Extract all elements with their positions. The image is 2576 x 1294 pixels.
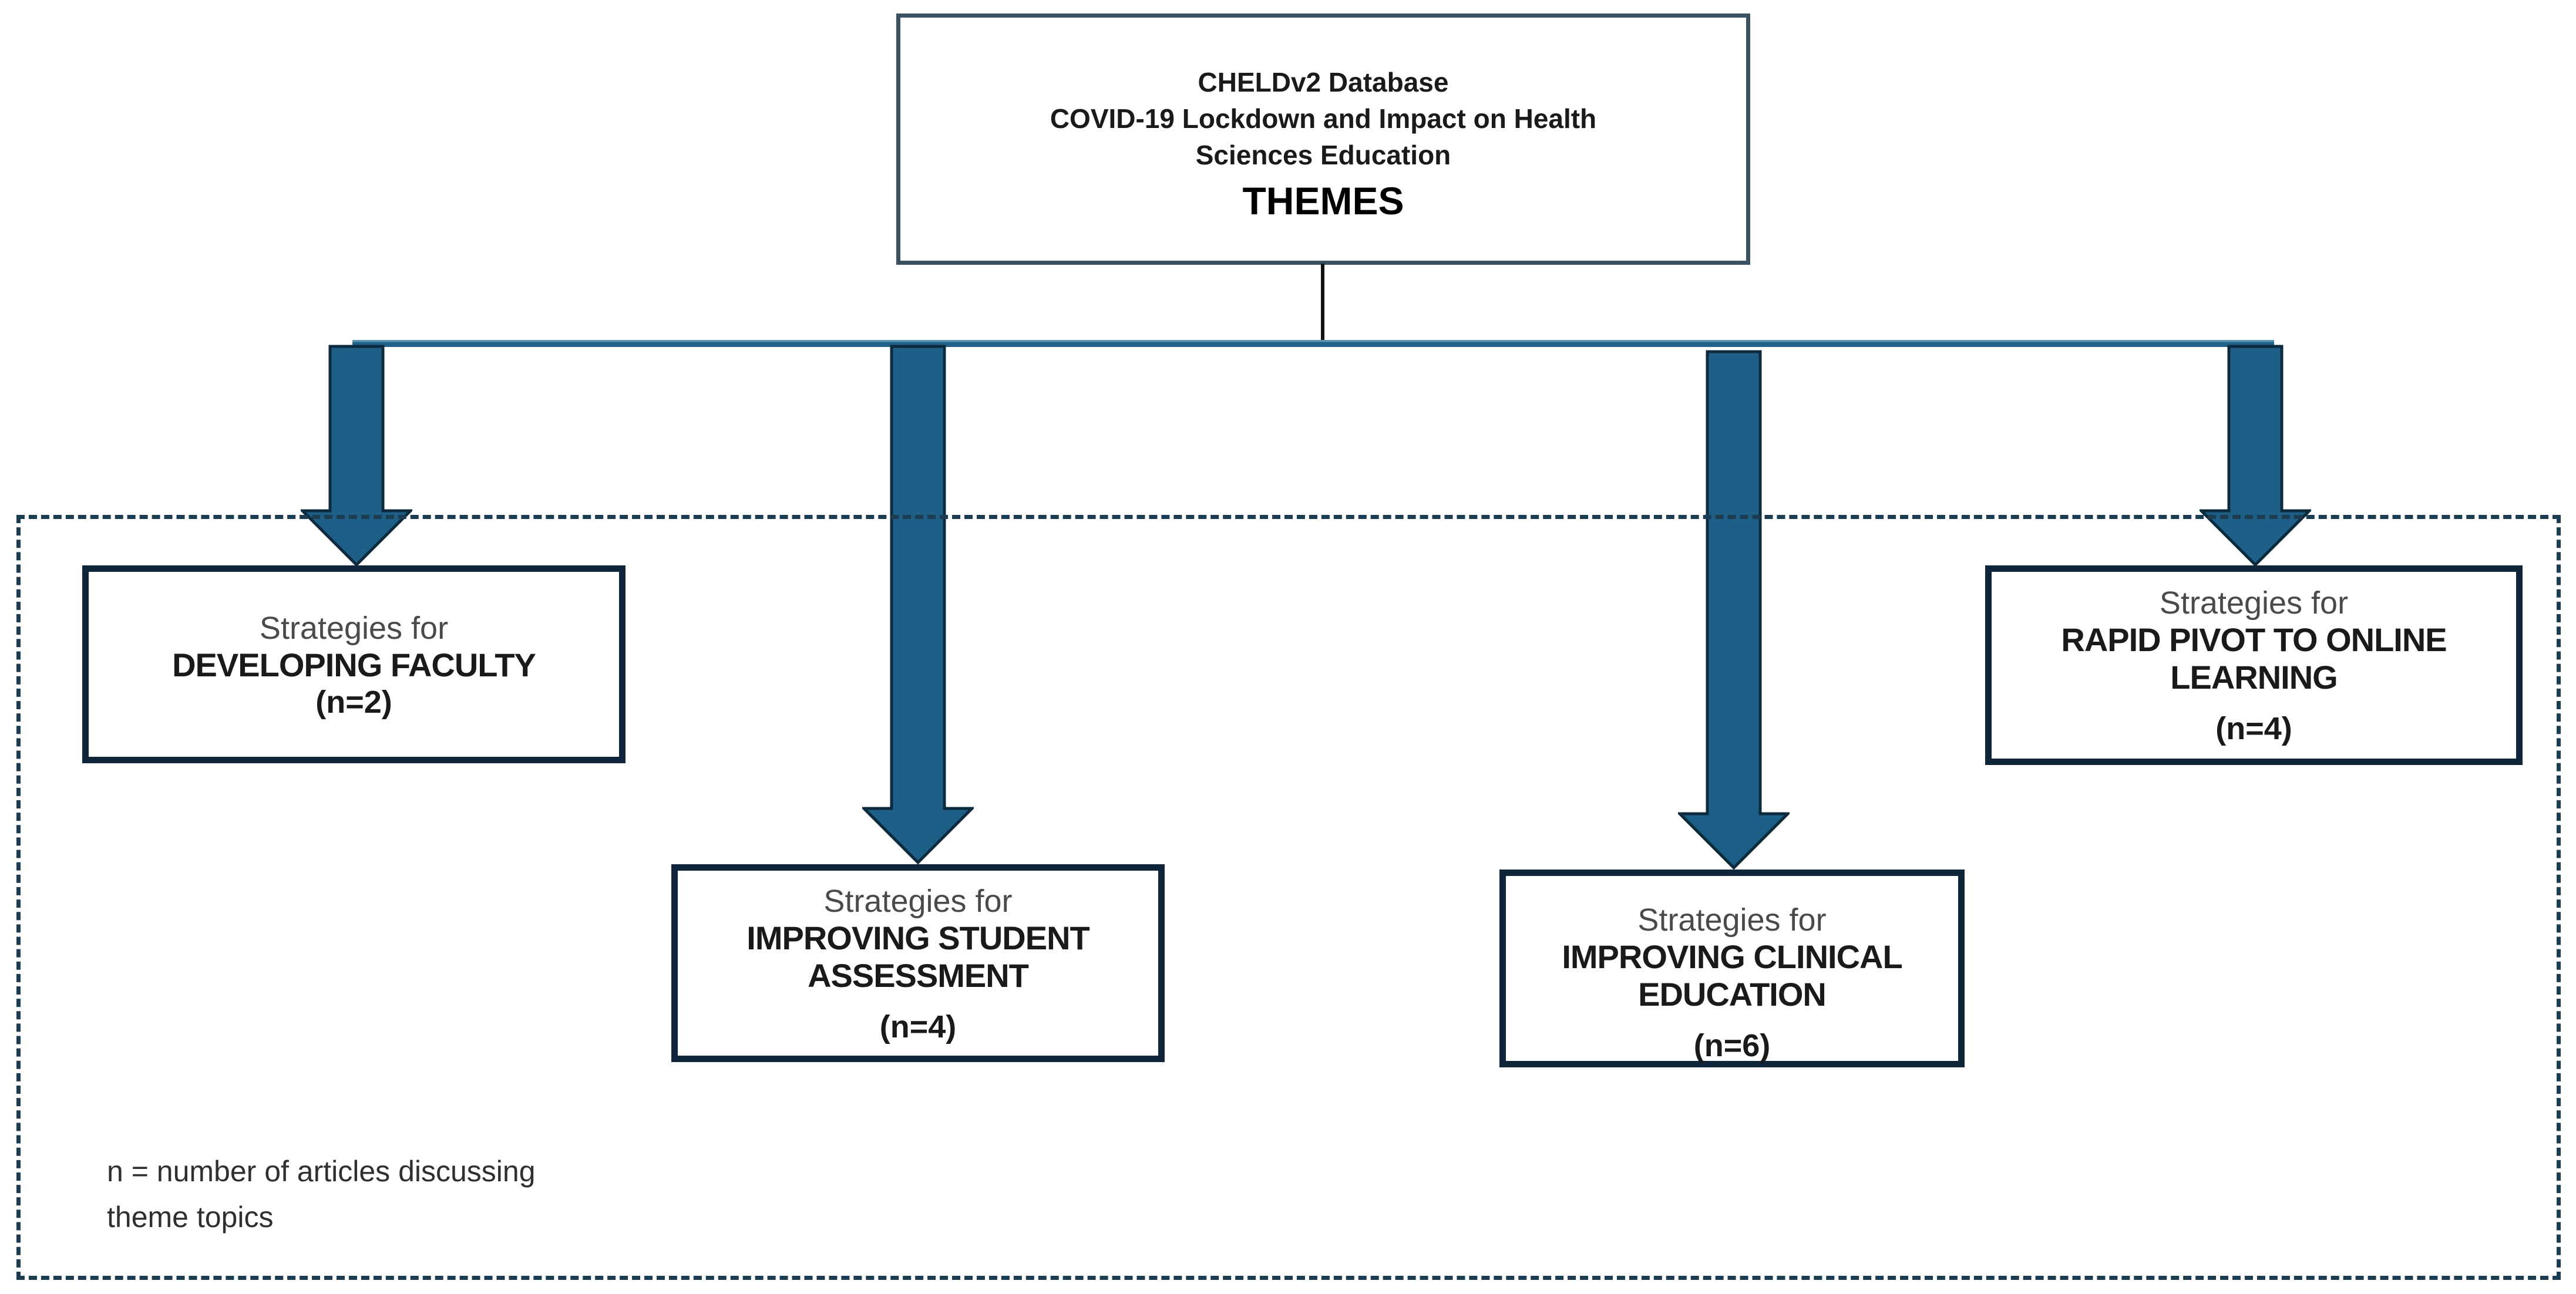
database-title-box: CHELDv2 Database COVID-19 Lockdown and I… <box>896 14 1750 265</box>
vertical-connector-line <box>1321 264 1324 343</box>
down-arrow-icon-clinical-education <box>1678 350 1790 870</box>
theme-name: DEVELOPING FACULTY <box>172 646 536 683</box>
themes-heading: THEMES <box>1242 179 1404 223</box>
legend-note: n = number of articles discussing theme … <box>107 1148 753 1240</box>
theme-name: IMPROVING STUDENT ASSESSMENT <box>746 919 1089 994</box>
database-subtitle: COVID-19 Lockdown and Impact on Health S… <box>1050 103 1597 170</box>
down-arrow-icon-developing-faculty <box>301 345 412 567</box>
theme-box-improving-student-assessment: Strategies for IMPROVING STUDENT ASSESSM… <box>671 864 1165 1062</box>
theme-box-rapid-pivot-online-learning: Strategies for RAPID PIVOT TO ONLINE LEA… <box>1985 565 2523 765</box>
theme-prefix: Strategies for <box>823 883 1013 919</box>
theme-article-count: (n=4) <box>2215 711 2292 746</box>
themes-dashed-boundary <box>16 515 2561 1280</box>
database-name: CHELDv2 Database <box>1198 67 1449 97</box>
down-arrow-icon-online-learning <box>2200 345 2311 567</box>
horizontal-branch-line <box>352 340 2274 347</box>
theme-box-developing-faculty: Strategies for DEVELOPING FACULTY (n=2) <box>82 565 625 763</box>
theme-box-improving-clinical-education: Strategies for IMPROVING CLINICAL EDUCAT… <box>1499 870 1965 1067</box>
theme-article-count: (n=6) <box>1693 1027 1771 1063</box>
theme-name: IMPROVING CLINICAL EDUCATION <box>1562 938 1902 1013</box>
theme-prefix: Strategies for <box>2159 585 2349 621</box>
theme-name: RAPID PIVOT TO ONLINE LEARNING <box>2061 621 2447 696</box>
theme-article-count: (n=2) <box>315 684 392 720</box>
theme-prefix: Strategies for <box>1637 902 1827 938</box>
legend-line-1: n = number of articles discussing <box>107 1155 536 1188</box>
down-arrow-icon-student-assessment <box>862 345 974 864</box>
legend-line-2: theme topics <box>107 1201 274 1234</box>
theme-article-count: (n=4) <box>879 1009 957 1044</box>
theme-prefix: Strategies for <box>259 610 449 646</box>
